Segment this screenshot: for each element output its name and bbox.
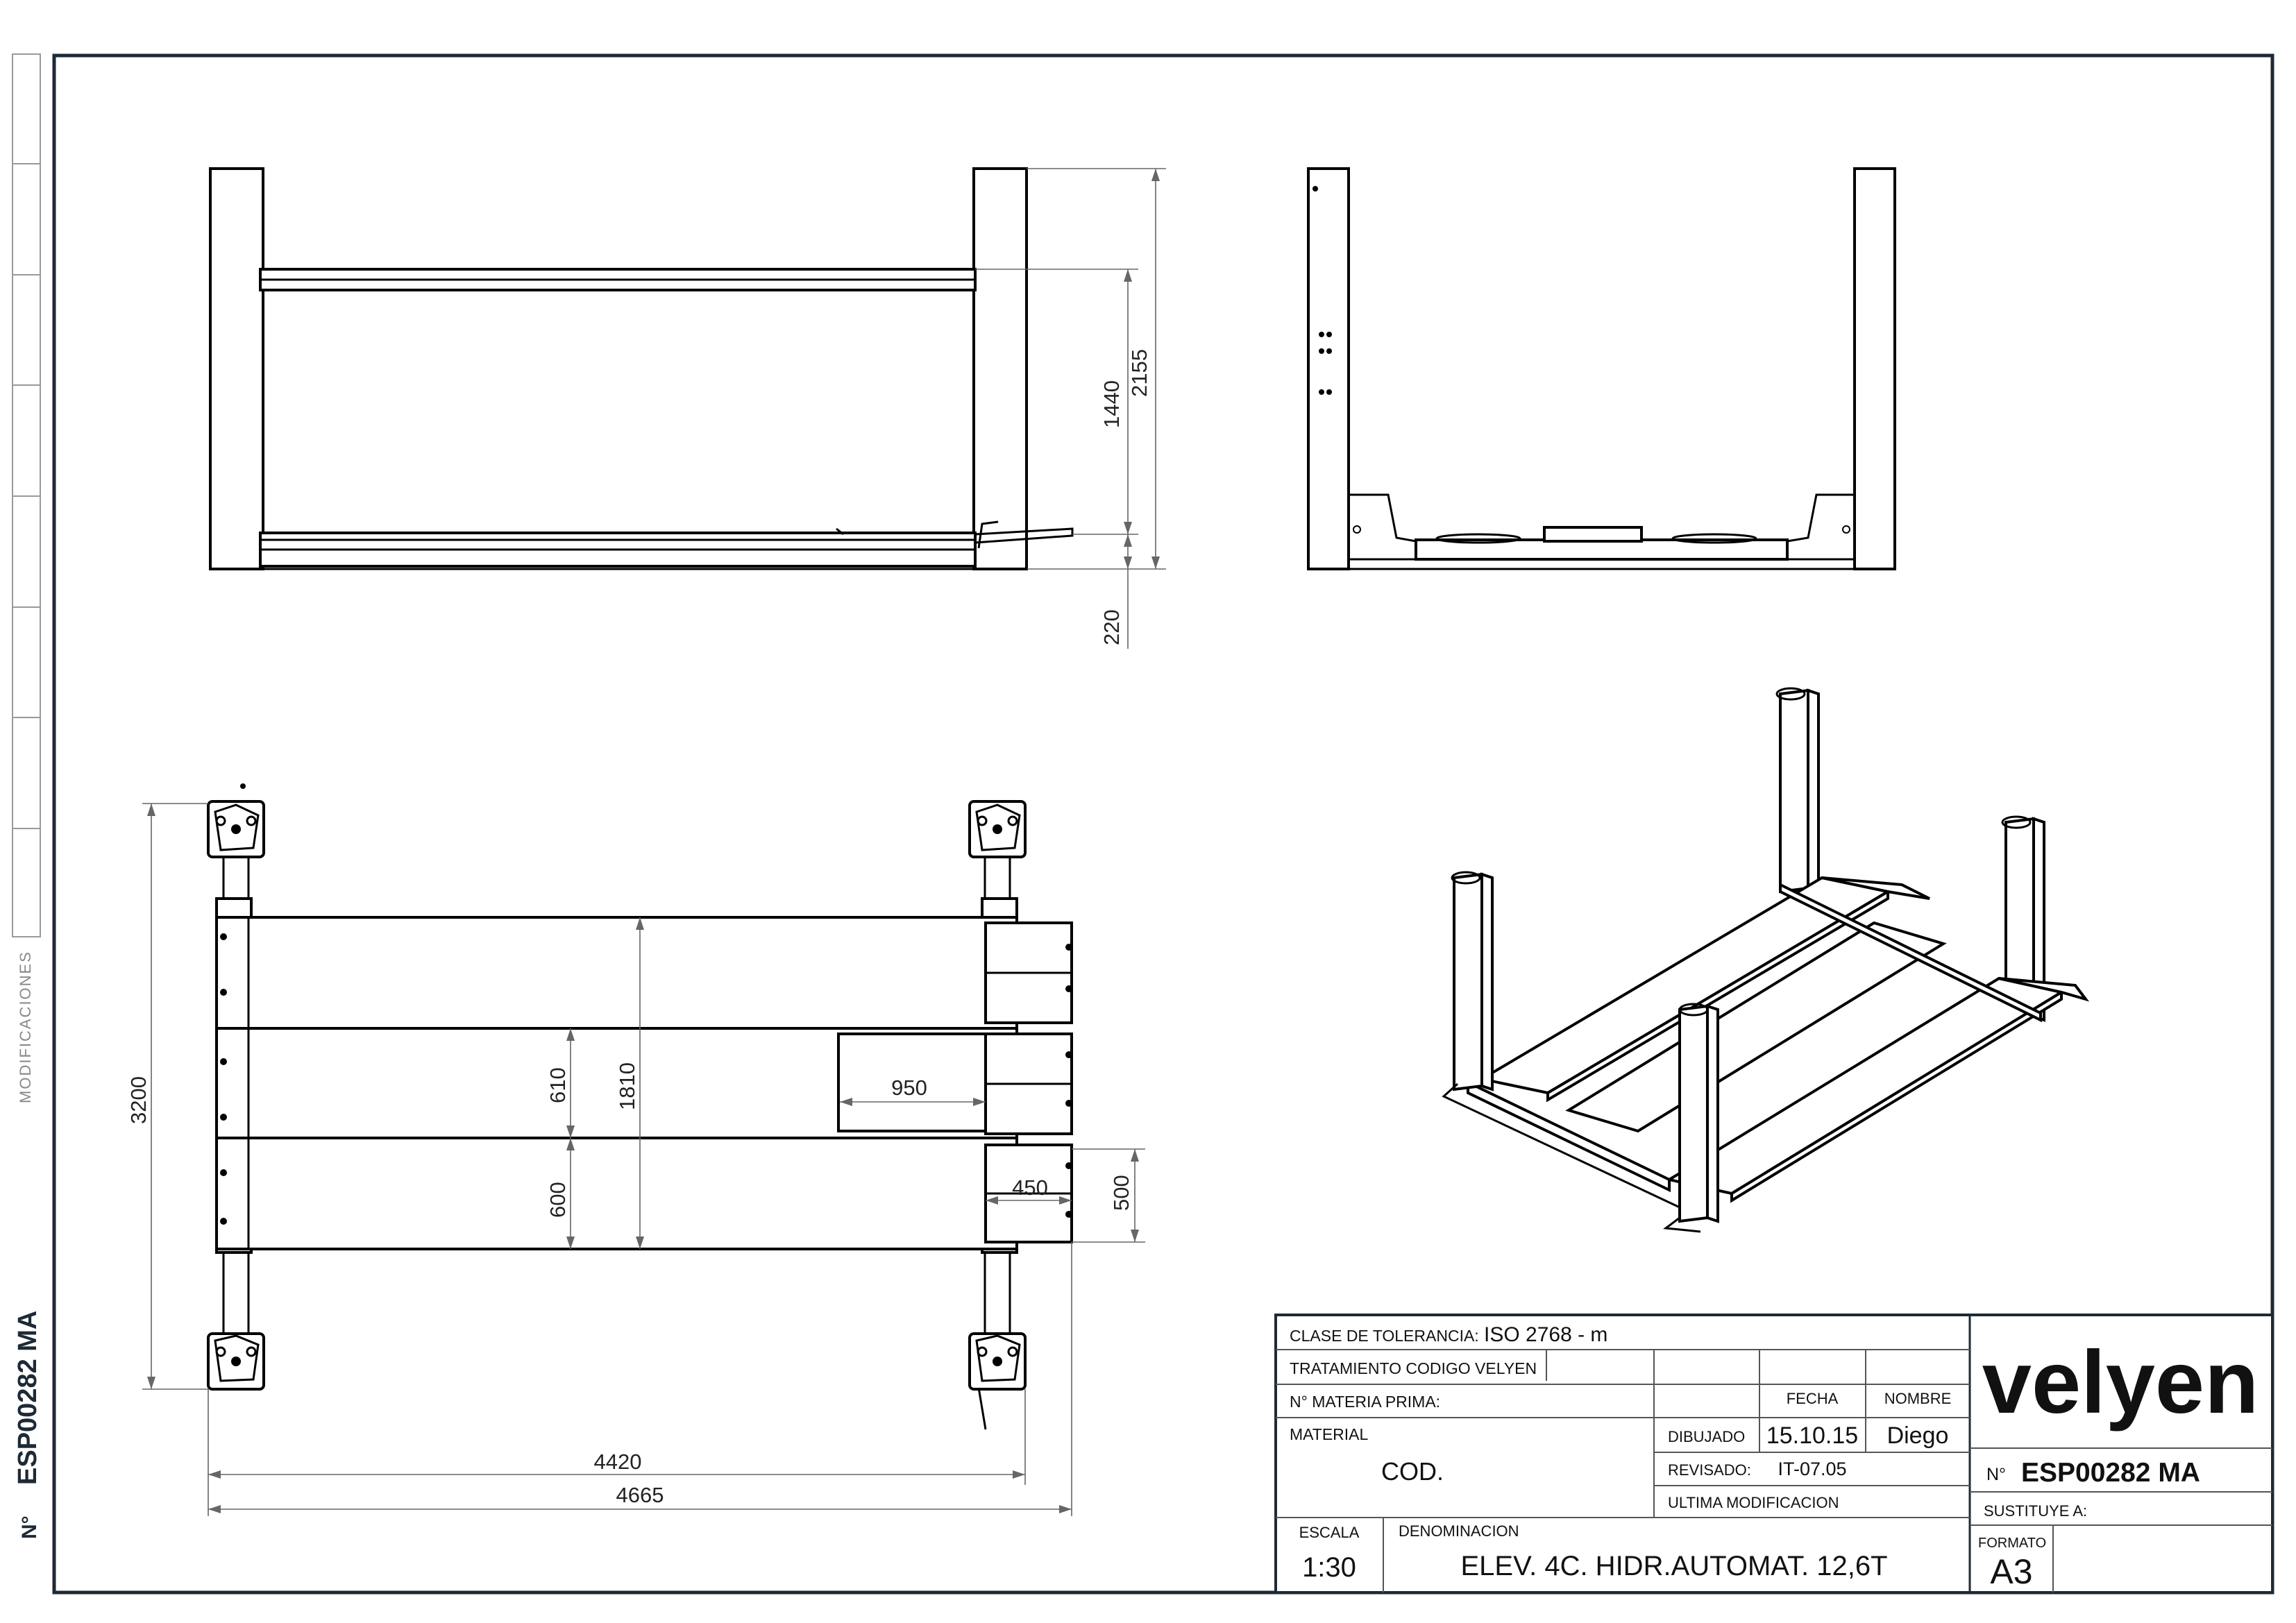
format-value: A3 (1990, 1552, 2032, 1591)
column-base-bl (207, 1332, 265, 1391)
drawn-label: DIBUJADO (1668, 1428, 1745, 1445)
side-number-prefix: N° (18, 1515, 41, 1539)
tolerance-label: CLASE DE TOLERANCIA: (1290, 1327, 1479, 1345)
company-logo: velyen (1982, 1333, 2259, 1432)
format-label: FORMATO (1978, 1536, 2046, 1551)
title-block: CLASE DE TOLERANCIA: ISO 2768 - m TRATAM… (1274, 1314, 2274, 1594)
dim-jack-length: 950 (891, 1076, 927, 1100)
revised-value: IT-07.05 (1778, 1459, 1846, 1479)
plan-view-dimensions: 3200 610 1810 600 950 450 500 4420 4665 (126, 803, 1145, 1516)
dim-overall-height: 2155 (1127, 349, 1151, 397)
front-view-dimensions: 2155 1440 220 (975, 168, 1166, 649)
scale-label: ESCALA (1299, 1524, 1360, 1541)
dim-width: 1810 (615, 1062, 639, 1110)
material-label: MATERIAL (1290, 1425, 1369, 1443)
dim-column-height: 1440 (1099, 380, 1124, 428)
drawing-frame (52, 53, 2274, 1595)
tolerance-value: ISO 2768 - m (1484, 1323, 1607, 1346)
modifications-label: MODIFICACIONES (17, 951, 34, 1103)
treatment-label: TRATAMIENTO CODIGO VELYEN (1290, 1359, 1537, 1377)
isometric-view (1442, 687, 2090, 1233)
column-base-tr (968, 800, 1027, 858)
column-base-tl (207, 800, 265, 858)
dim-base: 220 (1099, 609, 1124, 645)
replaces-label: SUSTITUYE A: (1984, 1502, 2087, 1520)
number-prefix: N° (1986, 1465, 2006, 1484)
drawn-date: 15.10.15 (1766, 1422, 1858, 1449)
dim-overall-length: 4665 (616, 1483, 664, 1507)
dim-ramp-width: 500 (1109, 1175, 1133, 1211)
plan-view (207, 783, 1073, 1430)
name-header: NOMBRE (1884, 1390, 1952, 1407)
drawing-number: ESP00282 MA (2021, 1458, 2200, 1488)
dim-runway-width: 600 (546, 1182, 570, 1218)
denomination-value: ELEV. 4C. HIDR.AUTOMAT. 12,6T (1460, 1551, 1887, 1581)
side-drawing-number: ESP00282 MA (13, 1311, 42, 1485)
drawn-name: Diego (1887, 1422, 1949, 1449)
dim-inner-length: 4420 (594, 1450, 642, 1474)
scale-value: 1:30 (1302, 1552, 1356, 1583)
dim-runway-spacing: 3200 (126, 1076, 151, 1124)
dim-gap: 610 (546, 1067, 570, 1103)
last-modification-label: ULTIMA MODIFICACION (1668, 1494, 1839, 1511)
front-view (209, 167, 1074, 570)
date-header: FECHA (1787, 1390, 1839, 1407)
denomination-label: DENOMINACION (1399, 1522, 1519, 1540)
column-base-br (968, 1332, 1027, 1391)
modifications-strip: MODIFICACIONES N° ESP00282 MA (12, 53, 42, 1539)
material-value: COD. (1381, 1457, 1444, 1486)
side-view (1307, 167, 1896, 570)
dim-ramp-length: 450 (1012, 1175, 1048, 1200)
raw-material-label: N° MATERIA PRIMA: (1290, 1393, 1440, 1411)
revised-label: REVISADO: (1668, 1461, 1751, 1479)
